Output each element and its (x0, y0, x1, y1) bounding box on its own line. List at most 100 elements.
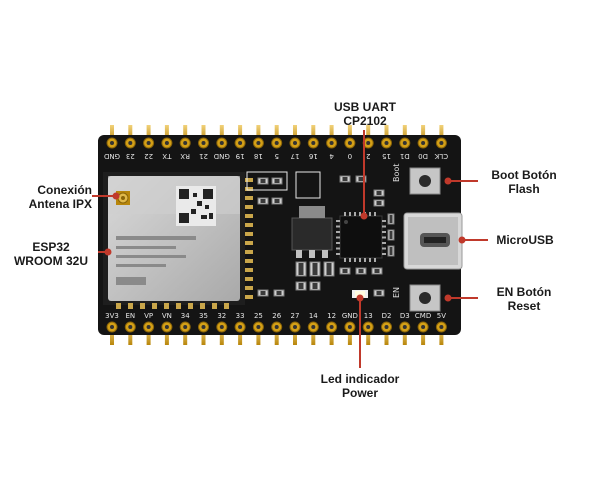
callout-en-line1: EN Botón (496, 285, 552, 299)
bottom-pin-label: 34 (181, 312, 190, 320)
top-pin-label: 4 (329, 152, 334, 160)
top-header-pins (110, 125, 444, 143)
header-pin (311, 125, 316, 143)
silkscreen-boxes (246, 171, 321, 199)
header-pin (366, 125, 371, 143)
header-pin (384, 327, 389, 345)
en-button (409, 284, 441, 312)
voltage-regulator (291, 206, 333, 258)
header-pin (183, 327, 188, 345)
bottom-pin-label: GND (342, 312, 358, 320)
boot-silkscreen: Boot (392, 164, 401, 182)
header-pin (421, 125, 426, 143)
top-pin-label: 18 (254, 152, 263, 160)
header-pin (164, 125, 169, 143)
header-pin (384, 125, 389, 143)
top-pin-label: RX (180, 152, 190, 160)
bottom-pin-label: EN (125, 312, 135, 320)
bottom-pin-label: 25 (254, 312, 263, 320)
bottom-pin-label: D2 (382, 312, 392, 320)
bottom-pin-label: 12 (327, 312, 336, 320)
bottom-pin-label: 3V3 (105, 312, 119, 320)
header-pin (274, 125, 279, 143)
top-pin-label: GND (104, 152, 120, 160)
header-pin (110, 327, 114, 345)
header-pin (421, 327, 426, 345)
header-pin (439, 125, 444, 143)
top-pin-label: 22 (144, 152, 153, 160)
boot-button (409, 167, 441, 195)
bottom-pin-label: CMD (415, 312, 431, 320)
header-pin (293, 125, 297, 143)
callout-microusb-line1: MicroUSB (496, 233, 554, 247)
callout-microusb: MicroUSB (490, 233, 560, 247)
header-pin (128, 125, 133, 143)
header-pin (274, 327, 279, 345)
callout-boot-line1: Boot Botón (491, 168, 557, 182)
top-pin-label: TX (162, 152, 172, 160)
header-pin (347, 327, 352, 345)
header-pin (293, 327, 297, 345)
top-pin-label: GND (214, 152, 230, 160)
header-pin (164, 327, 169, 345)
top-pin-label: 17 (291, 152, 300, 160)
callout-boot-line2: Flash (508, 182, 540, 196)
top-pin-label: 0 (348, 152, 352, 160)
callout-lines (92, 130, 488, 368)
bottom-pin-label: VP (144, 312, 153, 320)
top-pin-label: 16 (308, 152, 317, 160)
header-pin (329, 125, 334, 143)
bottom-pin-label: 5V (437, 312, 446, 320)
top-pin-label: 2 (366, 152, 370, 160)
header-pin (201, 125, 206, 143)
callout-antenna: Conexión Antena IPX (8, 183, 92, 211)
header-pin (238, 125, 243, 143)
bottom-pad-row (106, 321, 447, 333)
header-pin (366, 327, 371, 345)
top-pin-label: 23 (126, 152, 135, 160)
smd-components (257, 175, 395, 297)
callout-boot-button: Boot Botón Flash (482, 168, 566, 196)
callout-module-line1: ESP32 (32, 240, 70, 254)
callout-power-led-line1: Led indicador (320, 372, 400, 386)
callout-power-led: Led indicador Power (310, 372, 410, 400)
callout-usb-uart: USB UART CP2102 (330, 100, 400, 128)
top-pin-label: D0 (418, 152, 428, 160)
header-pin (219, 125, 224, 143)
header-pin (128, 327, 133, 345)
bottom-pin-label: 35 (199, 312, 208, 320)
callout-module-line2: WROOM 32U (13, 254, 88, 268)
header-pin (256, 327, 261, 345)
cp2102-chip (336, 212, 386, 262)
header-pin (439, 327, 444, 345)
header-pin (201, 327, 206, 345)
top-pin-label: 21 (199, 152, 208, 160)
header-pin (219, 327, 224, 345)
header-pin (238, 327, 243, 345)
microusb-connector (403, 212, 463, 270)
bottom-pin-label: VN (162, 312, 172, 320)
top-pin-label: 15 (382, 152, 391, 160)
callout-en-line2: Reset (507, 299, 541, 313)
callout-module: ESP32 WROOM 32U (8, 240, 94, 268)
callout-antenna-line1: Conexión (37, 183, 92, 197)
header-pin (329, 327, 334, 345)
header-pin (183, 125, 188, 143)
top-pin-label: D1 (400, 152, 410, 160)
callout-en-button: EN Botón Reset (484, 285, 564, 313)
en-silkscreen: EN (392, 287, 401, 298)
header-pin (146, 327, 151, 345)
header-pin (402, 125, 407, 143)
module-markings (116, 236, 196, 285)
top-pin-label: CLK (434, 152, 448, 160)
qr-code-icon (176, 186, 216, 226)
top-pad-row (106, 137, 447, 149)
callout-usb-uart-line2: CP2102 (343, 114, 387, 128)
bottom-header-pins (110, 327, 444, 345)
bottom-pin-label: D3 (400, 312, 410, 320)
header-pin (347, 125, 352, 143)
module-castellations (116, 178, 253, 309)
header-pin (402, 327, 407, 345)
